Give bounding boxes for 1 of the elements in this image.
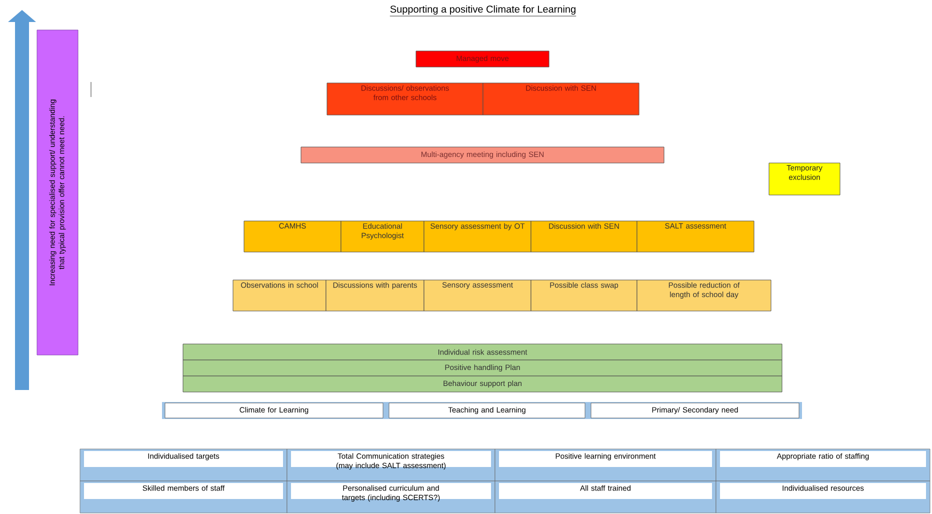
title: Supporting a positive Climate for Learning xyxy=(390,5,576,16)
